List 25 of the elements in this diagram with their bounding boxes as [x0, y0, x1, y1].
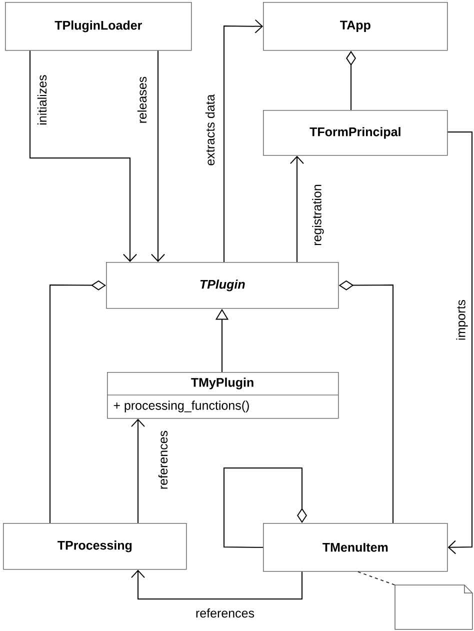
class-box: TPlugin — [106, 262, 339, 309]
connector — [224, 468, 307, 548]
edge-label: references — [157, 429, 169, 491]
class-box: TMenuItem — [263, 523, 448, 572]
class-box: TMyPlugin + processing_functions() — [106, 372, 339, 419]
connector — [151, 50, 165, 262]
connector — [30, 50, 137, 262]
connector — [224, 19, 263, 262]
connector — [447, 132, 472, 554]
class-box: TProcessing — [3, 523, 187, 570]
edge-label: registration — [311, 183, 325, 247]
connector — [358, 571, 396, 586]
edge-label: releases — [136, 75, 148, 125]
class-box: TFormPrincipal — [263, 110, 448, 156]
edge-label: extracts data — [204, 93, 216, 167]
note-shape — [394, 584, 473, 630]
edge-label: initializes — [36, 74, 48, 126]
edge-label: imports — [455, 298, 469, 342]
class-box: TPluginLoader — [5, 2, 192, 51]
connector — [131, 570, 302, 600]
connector — [50, 280, 106, 524]
edge-label: references — [194, 607, 256, 619]
connector — [290, 156, 304, 262]
class-box: TApp — [263, 2, 448, 51]
connector — [131, 418, 145, 524]
